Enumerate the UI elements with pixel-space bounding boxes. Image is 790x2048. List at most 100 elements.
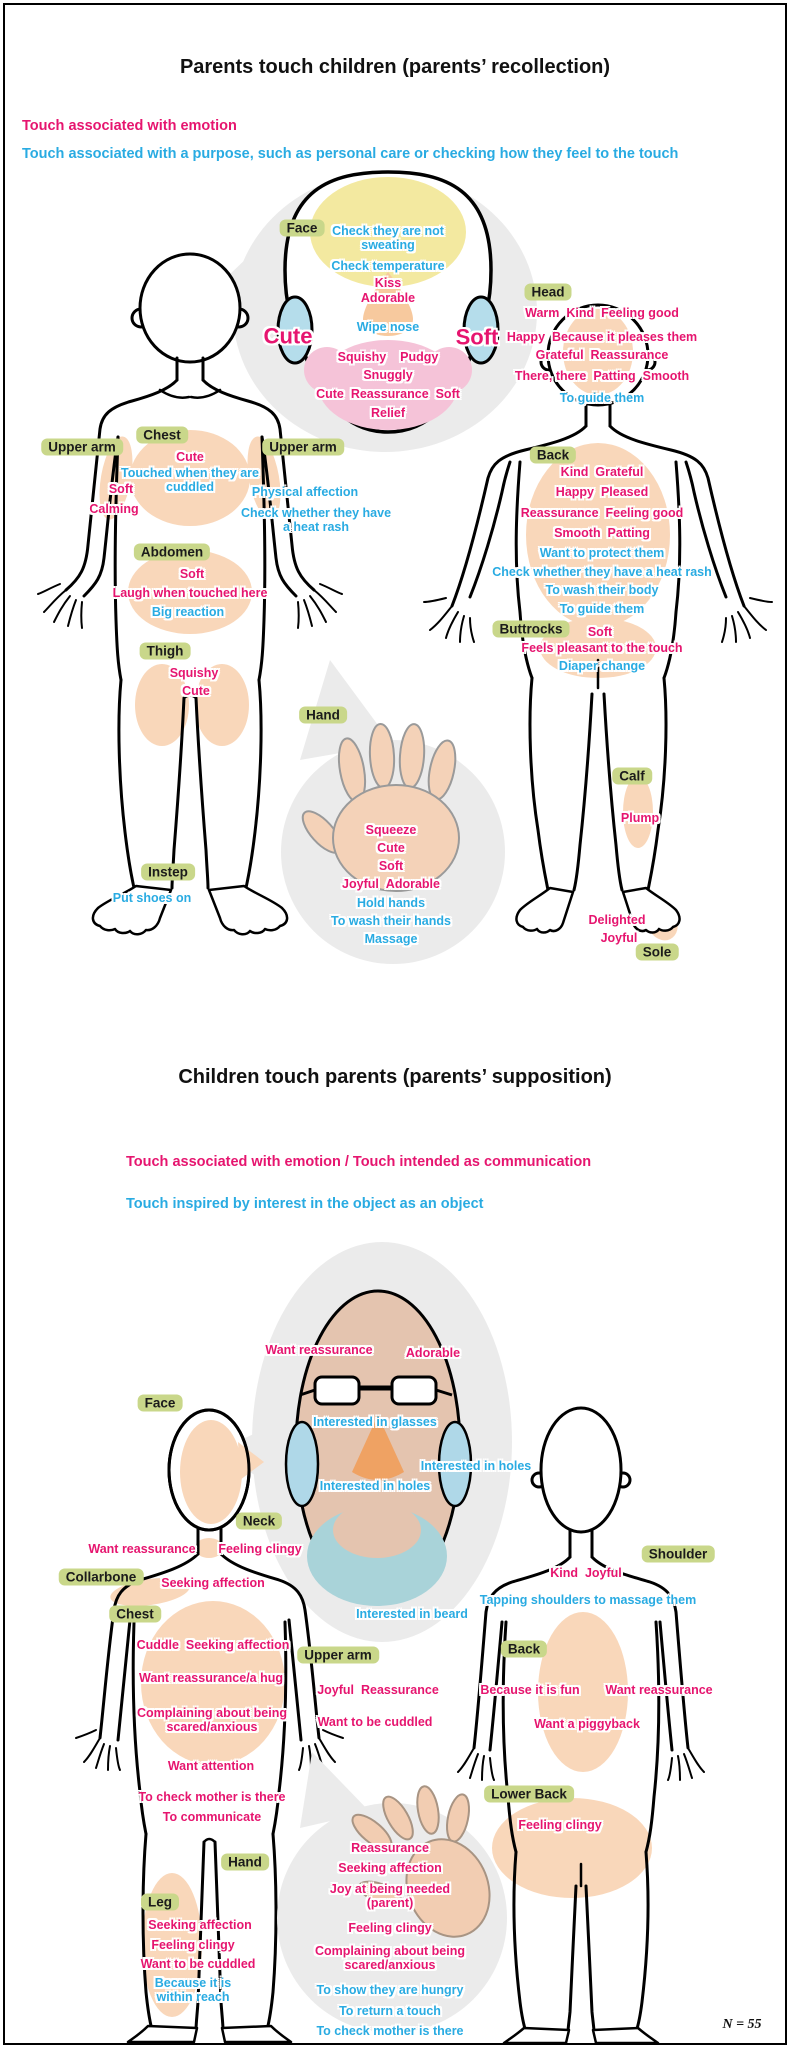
child-hand-illustration [351,1785,491,1938]
body-part-label: Shoulder [641,1545,715,1563]
annotation-text: Kind Joyful [550,1566,622,1580]
annotation-text: Feels pleasant to the touch [521,641,683,655]
annotation-text: To wash their body [545,583,659,597]
annotation-text: Interested in beard [356,1607,468,1621]
body-part-label: Upper arm [297,1646,379,1664]
body-part-label: Abdomen [133,543,211,561]
annotation-text: To show they are hungry [316,1983,464,1997]
annotation-text: Joyful Reassurance [317,1683,439,1697]
annotation-text: Soft [179,567,205,581]
annotation-text: Touched when they are cuddled [121,466,259,494]
baby-hand-illustration [301,723,460,892]
annotation-text: Want to be cuddled [140,1957,256,1971]
annotation-text: Want reassurance [605,1683,713,1697]
body-part-label: Chest [136,426,188,444]
annotation-text: Calming [89,502,139,516]
body-part-label: Lower Back [484,1785,574,1803]
annotation-text: Check they are not sweating [332,224,444,252]
annotation-text: Big reaction [151,605,225,619]
annotation-text: Squeeze [365,823,417,837]
left-ear-region [276,295,314,365]
annotation-text: Cute [182,684,210,698]
annotation-text: Kiss [374,276,402,290]
annotation-text: Because it is within reach [154,1976,232,2004]
body-part-label: Buttrocks [492,620,570,638]
glasses-icon [299,1375,453,1406]
annotation-text: Joy at being needed (parent) [329,1882,451,1910]
annotation-text: Feeling clingy [518,1818,602,1832]
annotation-text: Because it is fun [480,1683,580,1697]
annotation-text: Kind Grateful [560,465,644,479]
annotation-text: Feeling clingy [348,1921,432,1935]
section2-legend-purpose: Touch inspired by interest in the object… [126,1196,484,1212]
annotation-text: Hold hands [356,896,426,910]
annotation-text: Cute [176,450,204,464]
section1-child-back-figure [423,303,773,941]
section1-hand-bubble [281,660,505,964]
annotation-text: To return a touch [339,2004,441,2018]
annotation-text: Laugh when touched here [112,586,268,600]
section2-title: Children touch parents (parents’ supposi… [178,1066,612,1088]
forehead-region [310,177,466,287]
annotation-text: Relief [370,406,406,420]
annotation-text: Feeling clingy [151,1938,235,1952]
annotation-text: Interested in holes [319,1479,431,1493]
annotation-text: Joyful [600,931,638,945]
body-part-label: Thigh [139,642,191,660]
body-part-label: Back [529,446,577,464]
annotation-text: Complaining about being scared/anxious [137,1706,287,1734]
annotation-text: To communicate [162,1810,262,1824]
annotation-text: Adorable [360,291,416,305]
annotation-text: Interested in holes [420,1459,532,1473]
section1-legend-purpose: Touch associated with a purpose, such as… [22,146,679,162]
annotation-text: Interested in glasses [313,1415,437,1429]
annotation-text: Smooth Patting [554,526,650,540]
annotation-text: Feeling clingy [218,1542,302,1556]
annotation-text: Snuggly [363,368,413,382]
section2-hand-bubble [277,1752,507,2033]
left-ear-region [284,1420,320,1508]
annotation-text: Check whether they have a heat rash [240,506,392,534]
body-part-label: Neck [235,1512,283,1530]
body-part-label: Leg [140,1893,180,1911]
annotation-text: Cute Reassurance Soft [316,387,460,401]
annotation-text: Want to be cuddled [317,1715,433,1729]
annotation-text: Soft [455,324,499,350]
annotation-text: Squishy [169,666,219,680]
annotation-text: Want to protect them [539,546,665,560]
annotation-text: To wash their hands [331,914,451,928]
annotation-text: Seeking affection [161,1576,265,1590]
nose-region [352,1415,404,1480]
mouth-region [318,340,458,430]
annotation-text: Massage [364,932,418,946]
body-part-label: Face [279,219,325,237]
annotation-text: Delighted [588,913,646,927]
annotation-text: Happy Because it pleases them [506,330,698,344]
annotation-text: There, there Patting Smooth [514,369,690,383]
annotation-text: To check mother is there [316,2024,464,2038]
annotation-text: Warm Kind Feeling good [525,306,679,320]
annotation-text: Cuddle Seeking affection [136,1638,290,1652]
annotation-text: Put shoes on [112,891,192,905]
annotation-text: Joyful Adorable [342,877,440,891]
annotation-text: Want reassurance [88,1542,196,1556]
section1-legend-emotion: Touch associated with emotion [22,118,237,134]
section1-face-bubble [205,170,537,452]
body-part-label: Face [137,1394,183,1412]
annotation-text: Cute [263,323,313,349]
annotation-text: Check temperature [331,259,445,273]
section2-mother-front-figure [75,1408,344,2044]
annotation-text: Physical affection [251,485,359,499]
annotation-text: To check mother is there [138,1790,286,1804]
body-part-label: Chest [109,1605,161,1623]
annotation-text: Want attention [167,1759,255,1773]
annotation-text: Cute [377,841,405,855]
annotation-text: Seeking affection [148,1918,252,1932]
body-part-label: Hand [299,706,347,724]
body-part-label: Hand [221,1853,269,1871]
body-part-label: Back [500,1640,548,1658]
section2-legend-emotion: Touch associated with emotion / Touch in… [126,1154,592,1170]
body-part-label: Collarbone [58,1568,144,1586]
annotation-text: Complaining about being scared/anxious [315,1944,465,1972]
annotation-text: Soft [108,482,134,496]
